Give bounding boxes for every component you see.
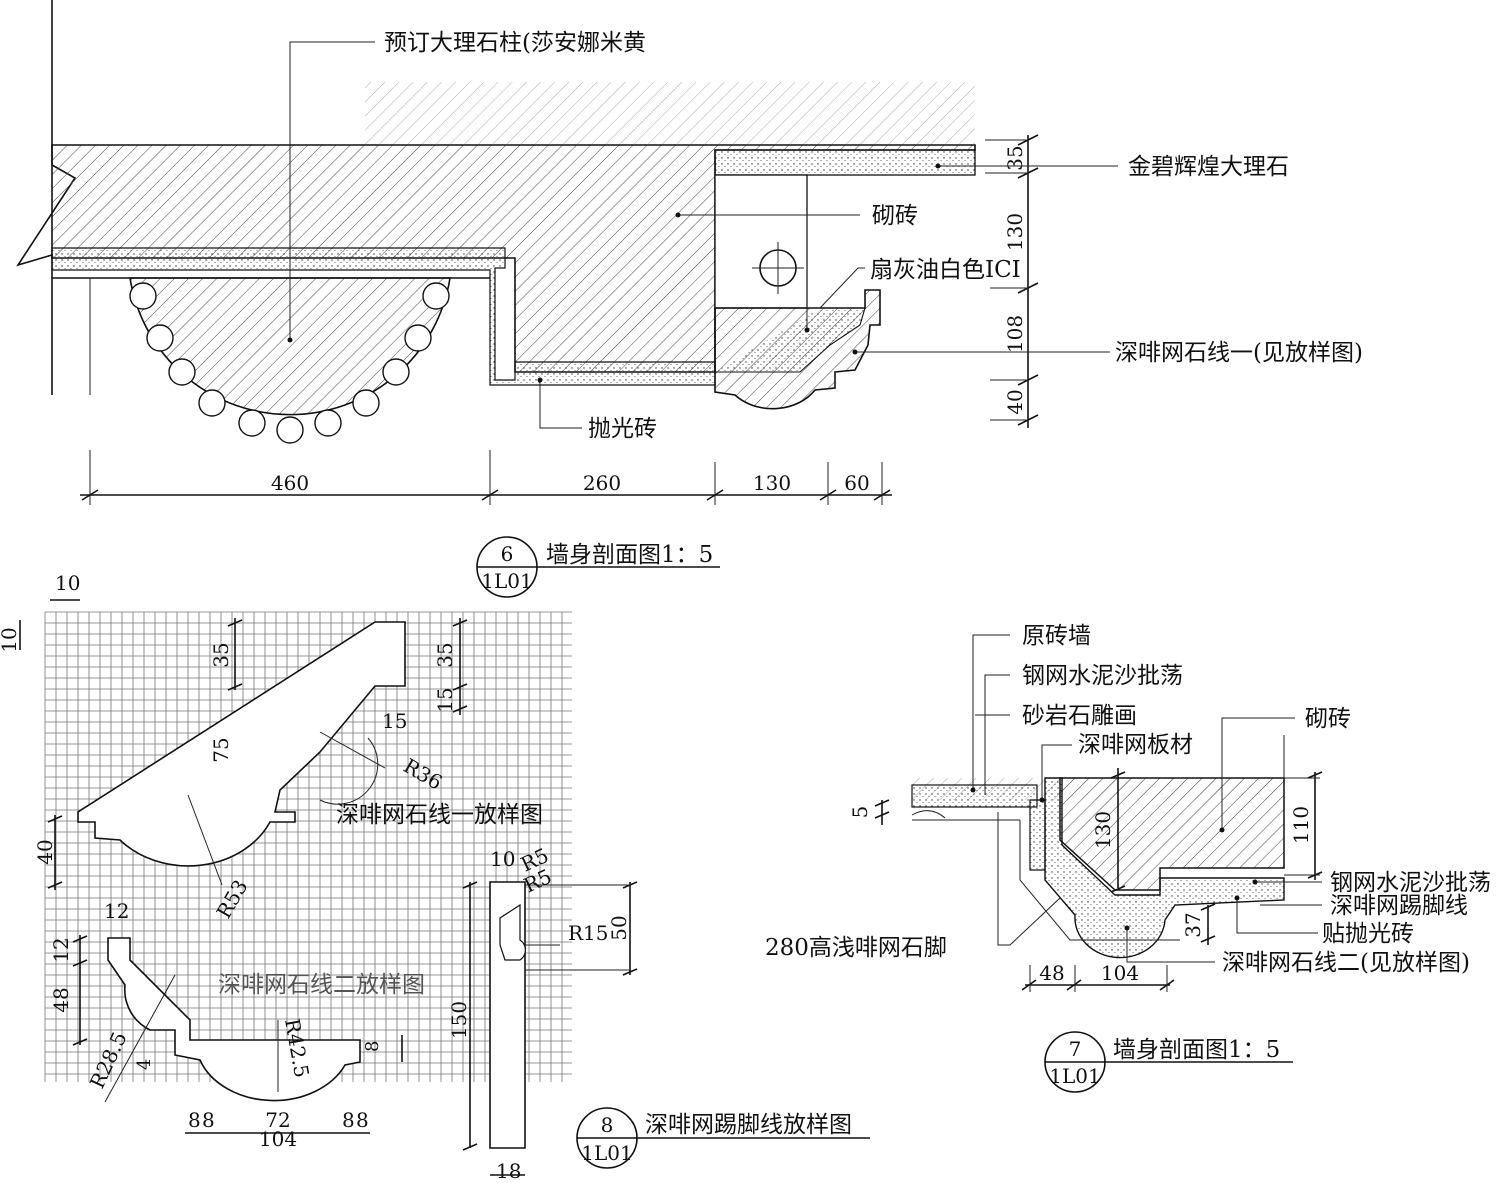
dim-8-8c: 8 <box>202 1108 215 1132</box>
dim-8-r285: R28.5 <box>85 1028 132 1092</box>
detail-6-title: 墙身剖面图1：5 <box>546 542 713 568</box>
dim-7-5: 5 <box>848 806 872 819</box>
label-brick: 砌砖 <box>872 203 918 229</box>
dim-260: 260 <box>583 471 621 495</box>
dim-8-35b: 35 <box>433 642 457 667</box>
dim-8-8b: 8 <box>188 1108 201 1132</box>
dim-8-35a: 35 <box>209 642 233 667</box>
dim-right-40: 40 <box>1003 389 1027 414</box>
marker-6-number: 6 <box>501 542 514 566</box>
dim-7-104: 104 <box>1101 961 1139 985</box>
dim-8-15b: 15 <box>382 709 407 733</box>
label-moulding2: 深啡网石线二(见放样图) <box>1222 950 1470 976</box>
template-1-title: 深啡网石线一放样图 <box>336 802 543 828</box>
marker-8-ref: 1L01 <box>581 1141 632 1165</box>
moulding-1-profile <box>77 621 406 867</box>
dim-8-8d: 8 <box>342 1108 355 1132</box>
label-base: 280高浅啡网石脚 <box>765 935 947 961</box>
label-mesh1: 钢网水泥沙批荡 <box>1022 663 1183 689</box>
dim-8-48: 48 <box>49 987 73 1012</box>
dim-right-108: 108 <box>1003 315 1027 353</box>
dim-60: 60 <box>844 471 869 495</box>
dim-7-110: 110 <box>1289 806 1313 844</box>
dim-8-15a: 15 <box>433 687 457 712</box>
dim-right-130: 130 <box>1003 213 1027 251</box>
detail-7-section: 5 130 110 37 48 104 原砖墙 钢网水泥沙批荡 砂岩石雕画 深啡… <box>765 623 1491 1093</box>
dim-8-10a: 10 <box>55 571 80 595</box>
dim-8-12b: 12 <box>49 937 73 962</box>
dim-8-r15: R15 <box>568 921 609 945</box>
label-marble: 金碧辉煌大理石 <box>1128 154 1289 180</box>
detail-6-section: 35 130 108 40 460 260 130 60 预订大理石柱(莎安娜米… <box>16 0 1363 598</box>
label-mesh2: 钢网水泥沙批荡 <box>1330 870 1491 896</box>
label-panel: 深啡网板材 <box>1078 732 1193 758</box>
detail-8-template: 10 10 35 75 35 15 15 R36 40 R53 12 12 48… <box>0 571 870 1183</box>
marker-6-ref: 1L01 <box>481 569 532 593</box>
dim-7-37: 37 <box>1181 912 1205 937</box>
marker-8-number: 8 <box>601 1113 614 1137</box>
dim-8-8e: 8 <box>356 1108 369 1132</box>
dim-8-18: 18 <box>496 1159 521 1183</box>
dim-8-4: 4 <box>134 1059 155 1070</box>
dim-8-104: 104 <box>259 1127 297 1151</box>
dim-8-10b: 10 <box>0 627 21 652</box>
moulding-2-profile <box>107 937 361 1102</box>
dim-8-50: 50 <box>607 915 631 940</box>
label-skirting: 深啡网踢脚线 <box>1330 893 1468 919</box>
marker-7-number: 7 <box>1069 1037 1082 1061</box>
dim-7-130: 130 <box>1091 811 1115 849</box>
dim-8-40: 40 <box>33 839 57 864</box>
label-sandstone: 砂岩石雕画 <box>1022 703 1137 729</box>
label-tile-7: 贴抛光砖 <box>1322 921 1414 947</box>
dim-8-12a: 12 <box>104 899 129 923</box>
dim-8-75: 75 <box>209 737 233 762</box>
dim-460: 460 <box>271 471 309 495</box>
label-orig-wall: 原砖墙 <box>1022 623 1091 649</box>
label-tile: 抛光砖 <box>588 416 657 442</box>
label-moulding1: 深啡网石线一(见放样图) <box>1115 340 1363 366</box>
dim-130: 130 <box>753 471 791 495</box>
dim-8-r53: R53 <box>212 875 253 922</box>
label-paint: 扇灰油白色ICI <box>870 257 1021 283</box>
detail-7-title: 墙身剖面图1：5 <box>1113 1037 1280 1063</box>
dim-8-72: 72 <box>265 1108 290 1132</box>
template-2-title: 深啡网石线二放样图 <box>218 972 425 998</box>
label-column: 预订大理石柱(莎安娜米黄 <box>384 30 646 56</box>
dim-8-150: 150 <box>447 1001 471 1039</box>
marker-7-ref: 1L01 <box>1049 1064 1100 1088</box>
dim-8-8a: 8 <box>362 1041 383 1052</box>
detail-8-title: 深啡网踢脚线放样图 <box>645 1112 852 1138</box>
label-brick-7: 砌砖 <box>1305 706 1351 732</box>
dim-7-48: 48 <box>1039 961 1064 985</box>
dim-8-10c: 10 <box>490 847 515 871</box>
dim-8-r36: R36 <box>400 754 447 795</box>
dim-right-35: 35 <box>1003 145 1027 170</box>
